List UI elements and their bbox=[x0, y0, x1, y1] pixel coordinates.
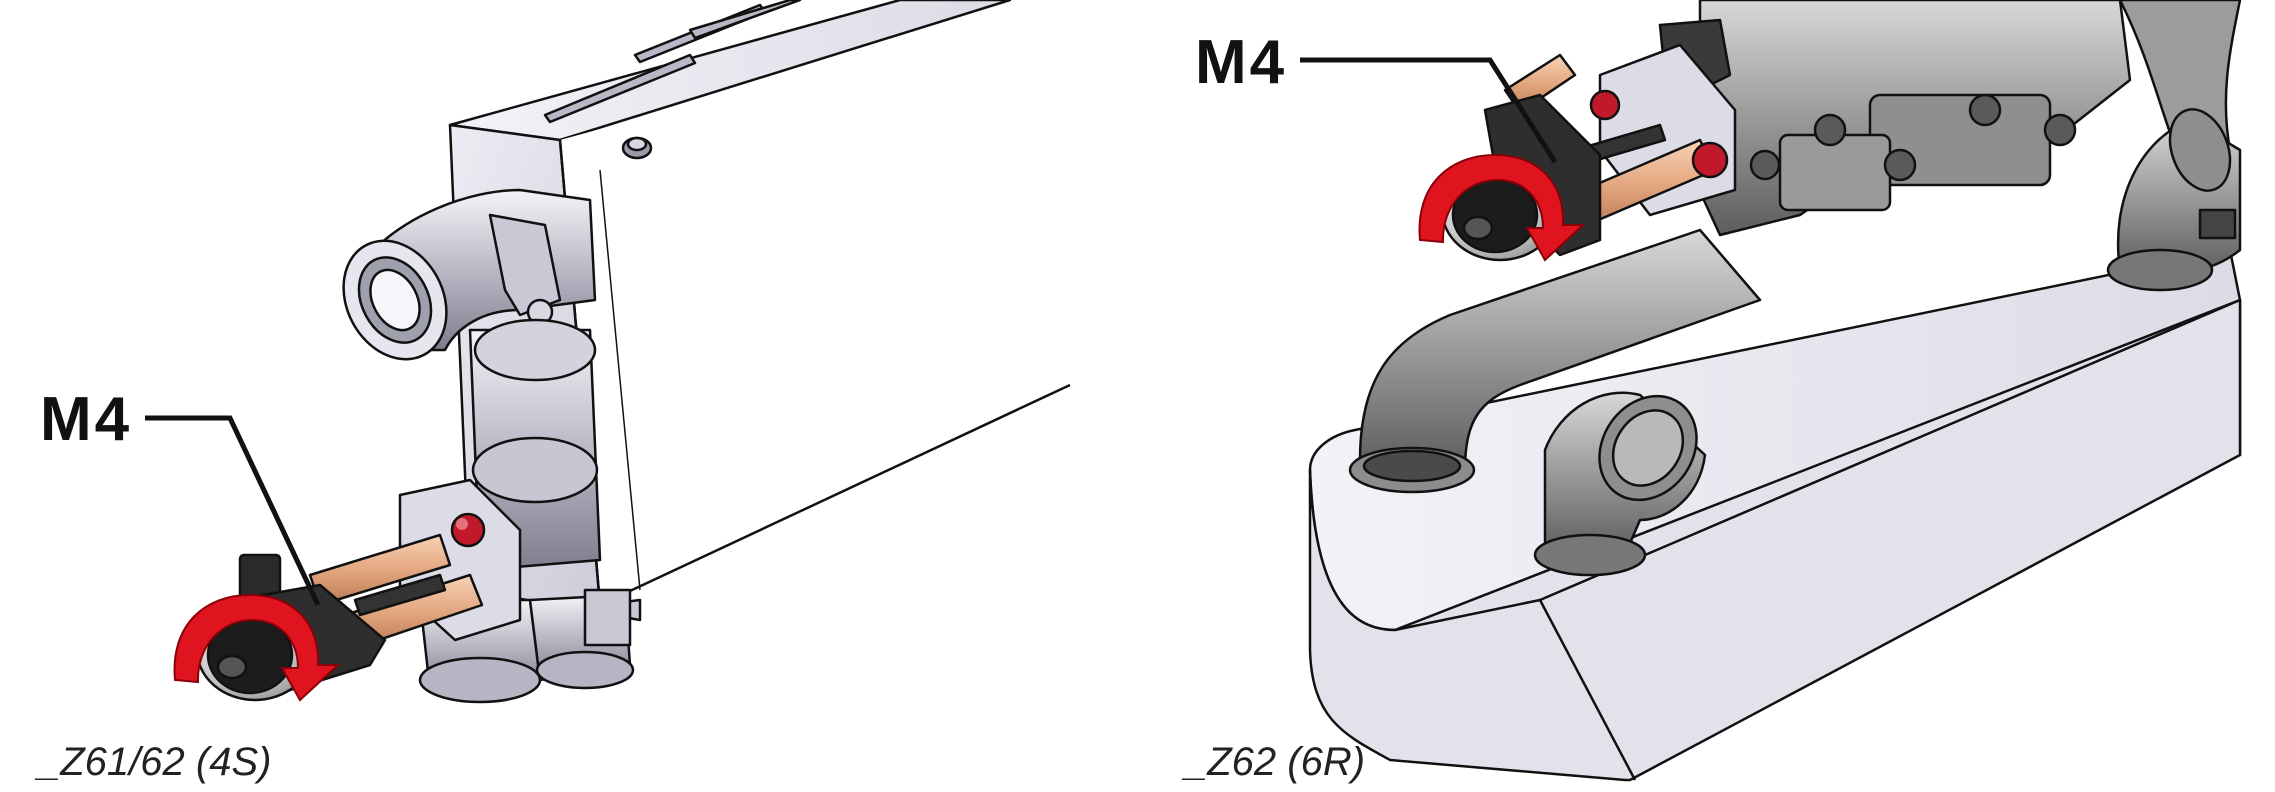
right-bolt-4 bbox=[2043, 113, 2077, 147]
left-red-cap bbox=[450, 512, 486, 548]
right-bolt-2 bbox=[1883, 148, 1917, 182]
right-motor-spindle bbox=[1462, 215, 1494, 241]
right-red-cap-2 bbox=[1691, 141, 1729, 179]
right-panel: M4 _Z62 (6R) bbox=[1181, 0, 2242, 784]
right-caption: _Z62 (6R) bbox=[1181, 740, 1365, 784]
left-callout-line bbox=[145, 415, 321, 607]
right-bolt-5 bbox=[1749, 149, 1781, 181]
left-lower-clip bbox=[583, 588, 632, 647]
right-heat-exchanger bbox=[1308, 248, 2242, 782]
left-shaft bbox=[353, 573, 447, 617]
left-valve-assembly bbox=[308, 188, 635, 704]
right-manifold bbox=[1658, 0, 2242, 292]
right-callout-label: M4 bbox=[1195, 28, 1287, 97]
left-panel: M4 _Z61/62 (4S) bbox=[34, 0, 1071, 784]
right-rotation-arrow-icon bbox=[1418, 153, 1586, 262]
left-top-slot-1 bbox=[543, 53, 697, 124]
right-bolt-1 bbox=[1813, 113, 1847, 147]
right-pipe-main bbox=[1358, 228, 1762, 472]
left-rotation-arrow-icon bbox=[173, 593, 341, 702]
right-side-port bbox=[2168, 108, 2232, 192]
right-pipe-loop bbox=[1348, 228, 1762, 577]
left-caption: _Z61/62 (4S) bbox=[34, 740, 271, 784]
right-callout-line bbox=[1300, 57, 1558, 164]
left-box-side bbox=[560, 0, 1070, 605]
left-box-bottom-edge bbox=[599, 383, 1071, 607]
left-callout-label: M4 bbox=[40, 385, 132, 454]
left-top-slot-3 bbox=[688, 0, 802, 40]
right-sensor bbox=[2198, 208, 2237, 240]
right-motor-assembly bbox=[1483, 43, 1737, 257]
right-exchanger-front bbox=[1308, 298, 2242, 782]
right-bolt-3 bbox=[1968, 93, 2002, 127]
left-motor-spindle bbox=[216, 654, 248, 680]
right-red-cap-1 bbox=[1589, 89, 1621, 121]
